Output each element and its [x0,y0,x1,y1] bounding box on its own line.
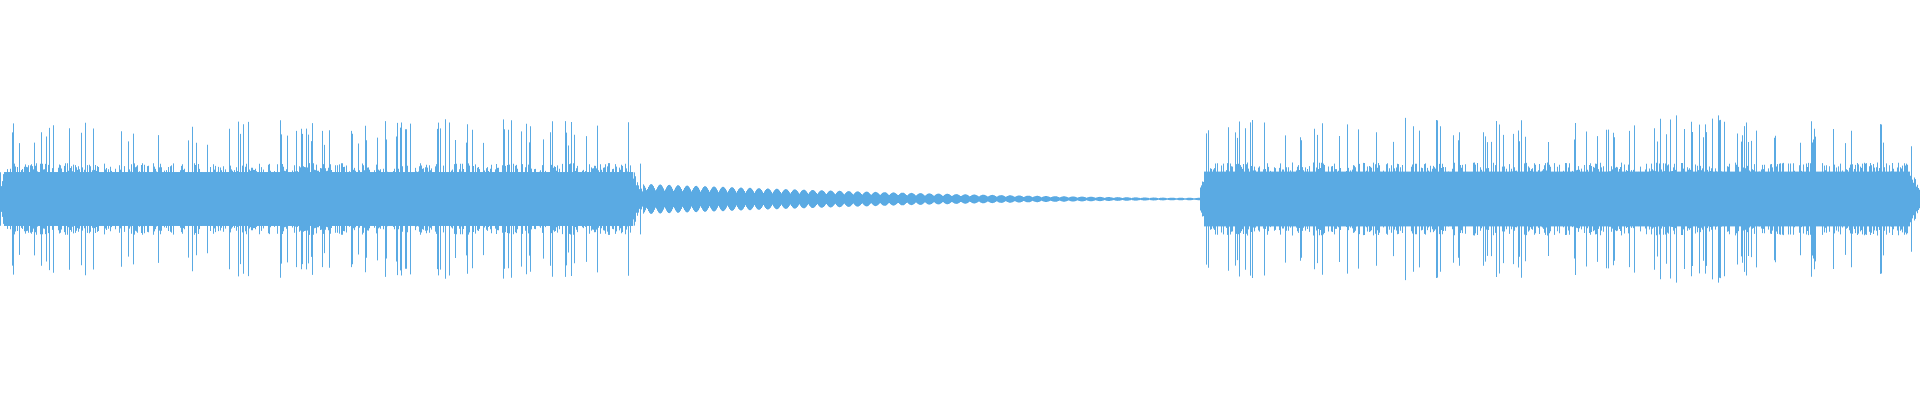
waveform-canvas[interactable] [0,0,1920,400]
waveform-view[interactable] [0,0,1920,400]
